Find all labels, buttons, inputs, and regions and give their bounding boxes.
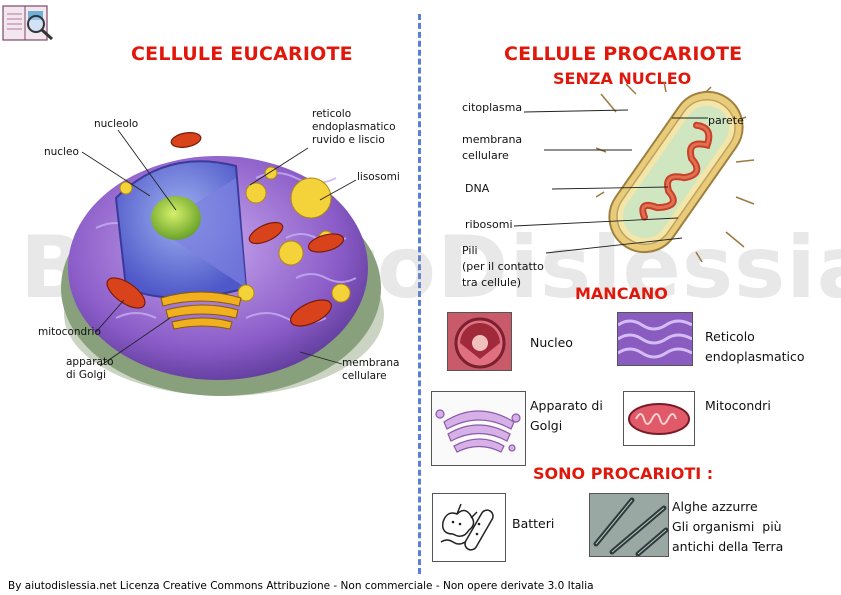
label-membrana-euk: membrana cellulare [342,357,400,382]
prokaryote-leader-lines [513,109,708,254]
er-thumbnail [617,312,693,366]
bacteria-thumbnail [432,493,506,562]
dashed-divider [418,14,421,574]
label-lisosomi: lisosomi [357,171,400,183]
label-pili: Pili (per il contatto tra cellule) [462,244,544,289]
mitochondria-thumbnail [623,391,695,446]
label-reticolo: reticolo endoplasmatico ruvido e liscio [312,108,396,146]
eukaryote-title: CELLULE EUCARIOTE [131,43,353,65]
procarioti-heading: SONO PROCARIOTI : [533,464,714,483]
label-dna: DNA [465,182,490,195]
label-golgi: apparato di Golgi [66,356,114,381]
label-ribosomi: ribosomi [465,218,513,231]
mancano-label-nucleo: Nucleo [530,335,573,350]
eukaryote-leader-lines [81,129,357,367]
blue-algae-thumbnail [589,493,669,557]
footer-license: By aiutodislessia.net Licenza Creative C… [8,580,594,592]
mancano-label-golgi: Apparato di Golgi [530,398,603,433]
mancano-label-mitocondri: Mitocondri [705,398,771,413]
label-parete: parete [708,114,744,127]
prokaryote-title: CELLULE PROCARIOTE [504,43,743,65]
prokaryote-subtitle: SENZA NUCLEO [553,69,692,88]
label-mitocondrio: mitocondrio [38,326,101,338]
nucleus-thumbnail [447,312,512,371]
golgi-thumbnail [431,391,526,466]
mancano-label-reticolo: Reticolo endoplasmatico [705,329,805,364]
book-magnifier-logo-icon [2,2,56,42]
label-citoplasma: citoplasma [462,101,523,114]
label-membrana-pro: membrana cellulare [462,133,523,162]
label-nucleo: nucleo [44,146,79,158]
label-nucleolo: nucleolo [94,118,139,130]
procarioti-label-batteri: Batteri [512,516,555,531]
mancano-heading: MANCANO [575,284,668,303]
procarioti-label-alghe: Alghe azzurre Gli organismi più antichi … [672,499,784,554]
prokaryotic-cell-illustration [595,81,756,263]
